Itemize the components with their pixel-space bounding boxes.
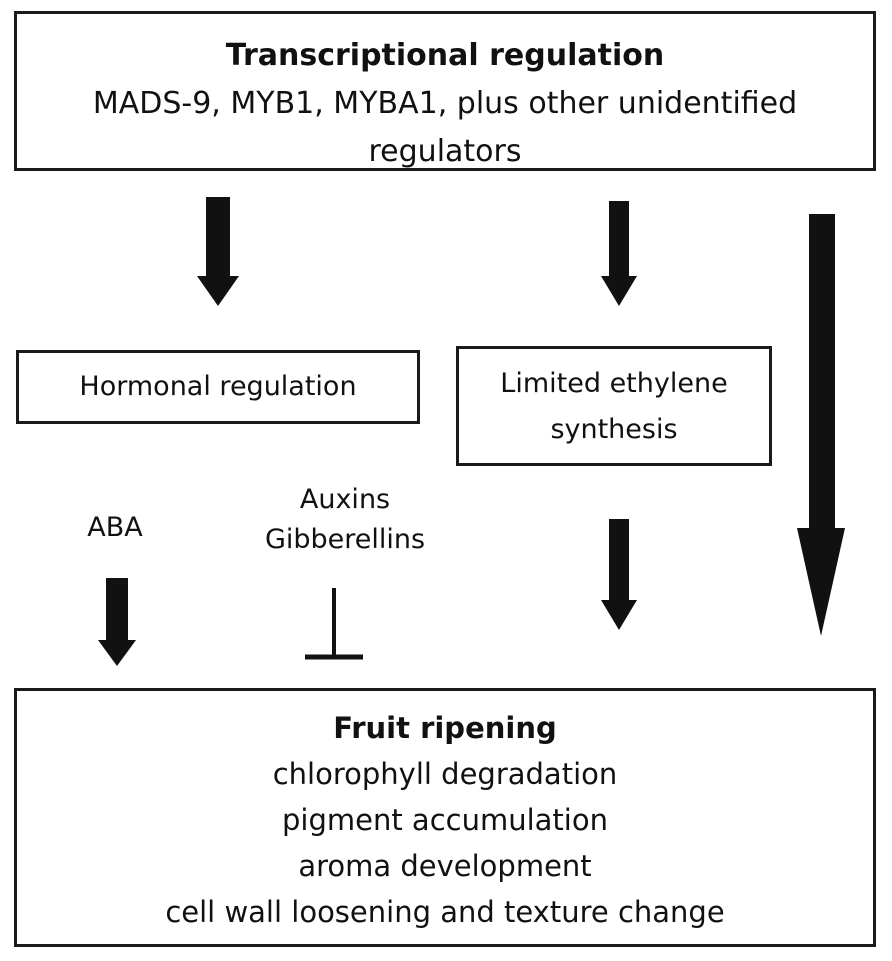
ripening-item: aroma development xyxy=(298,849,592,883)
ripening-item: chlorophyll degradation xyxy=(272,757,618,791)
auxins-gibberellins-label: Auxins Gibberellins xyxy=(250,480,440,560)
arrow-ethylene-to-ripening xyxy=(601,519,637,630)
ethylene-synthesis-box: Limited ethylene synthesis xyxy=(456,346,772,466)
gibberellins-text: Gibberellins xyxy=(264,524,426,555)
ethylene-line1: Limited ethylene xyxy=(500,368,728,399)
ethylene-line2: synthesis xyxy=(550,414,678,445)
ripening-title: Fruit ripening xyxy=(333,711,557,745)
ripening-item: pigment accumulation xyxy=(282,803,608,837)
transcriptional-regulators-cont: regulators xyxy=(368,134,522,169)
transcriptional-title: Transcriptional regulation xyxy=(225,38,665,73)
arrow-aba-to-ripening xyxy=(98,578,136,666)
transcriptional-regulation-box: Transcriptional regulation MADS-9, MYB1,… xyxy=(14,11,876,171)
arrow-transcriptional-to-ripening xyxy=(797,214,845,636)
arrow-transcriptional-to-ethylene xyxy=(601,201,637,306)
auxins-text: Auxins xyxy=(299,484,391,515)
hormonal-regulation-box: Hormonal regulation xyxy=(16,350,420,424)
fruit-ripening-box: Fruit ripening chlorophyll degradation p… xyxy=(14,688,876,947)
hormonal-label: Hormonal regulation xyxy=(79,371,357,402)
aba-text: ABA xyxy=(87,512,143,543)
transcriptional-regulators: MADS-9, MYB1, MYBA1, plus other unidenti… xyxy=(92,86,798,121)
aba-label: ABA xyxy=(60,508,170,548)
inhibition-auxins-to-ripening xyxy=(305,588,363,660)
ripening-item: cell wall loosening and texture change xyxy=(165,895,725,929)
arrow-transcriptional-to-hormonal xyxy=(197,197,239,306)
